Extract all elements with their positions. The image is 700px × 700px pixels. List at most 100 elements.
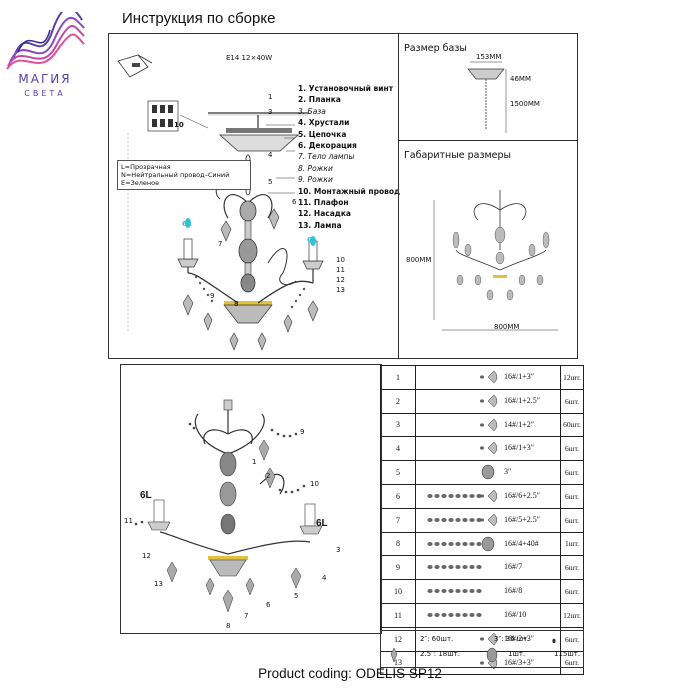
- legend-item: 8. Рожки: [298, 163, 333, 173]
- part-number: 11: [380, 602, 416, 628]
- part-quantity: 6шт.: [560, 483, 584, 509]
- part-cell: 16#/7: [415, 555, 561, 581]
- overall-size-title: Габаритные размеры: [404, 150, 512, 161]
- diagram-num-13: 13: [336, 286, 345, 294]
- lamp-count-right: 6L: [316, 518, 328, 529]
- overall-width: 800ММ: [494, 323, 520, 331]
- base-size-title: Размер базы: [404, 43, 467, 54]
- part-label-10: 10: [310, 480, 319, 488]
- part-number: 3: [380, 412, 416, 438]
- overall-size-diagram: [433, 190, 558, 331]
- parts-row: 4 16#/1+3″ 6шт.: [380, 436, 584, 462]
- part-number: 7: [380, 507, 416, 533]
- part-label-4: 4: [322, 574, 327, 582]
- part-quantity: 60шт.: [560, 412, 584, 438]
- part-code: 16#/4+40#: [504, 538, 539, 548]
- crystal-icon: [427, 565, 482, 570]
- summary-d: 1шт.: [508, 650, 526, 658]
- base-width: 153ММ: [476, 53, 502, 61]
- lamp-label-left: 6L: [182, 220, 192, 228]
- part-quantity: 6шт.: [560, 460, 584, 485]
- part-quantity: 6шт.: [560, 507, 584, 533]
- overall-height: 800ММ: [406, 256, 432, 264]
- brand-logo: МАГИЯ СВЕТА: [4, 7, 86, 102]
- legend-item: 7. Тело лампы: [298, 152, 355, 162]
- hand-screw-icon: [117, 54, 153, 78]
- summary-b: 3″: 36 шт.: [494, 635, 530, 643]
- diagram-num-7: 7: [218, 240, 223, 248]
- summary-a: 2″: 60шт.: [420, 635, 454, 643]
- part-cell: 16#/10: [415, 602, 561, 628]
- part-number: 1: [380, 365, 416, 390]
- part-number: 6: [380, 483, 416, 509]
- parts-legend: 1. Установочный винт 2. Планка 3. База 4…: [298, 83, 400, 231]
- crystal-icon: [480, 632, 498, 646]
- crystal-icon: [480, 394, 498, 408]
- part-cell: 16#/5+2.5″: [415, 507, 561, 533]
- lamp-spec: E14 12×40W: [226, 54, 273, 62]
- part-quantity: 6шт.: [560, 436, 584, 462]
- part-code: 16#/1+3″: [504, 443, 535, 453]
- diagram-num-9: 9: [210, 292, 215, 300]
- base-size-diagram: [467, 61, 507, 133]
- page-title: Инструкция по сборке: [122, 10, 276, 27]
- part-label-3: 3: [336, 546, 341, 554]
- crystal-icon: [480, 370, 498, 384]
- part-cell: 14#/1+2″: [415, 412, 561, 438]
- diagram-num-3: 3: [268, 108, 273, 116]
- wiring-legend: L=Прозрачная N=Нейтральный провод–Синий …: [117, 160, 251, 190]
- parts-row: 1 16#/1+3″ 12шт.: [380, 365, 584, 390]
- part-code: 16#/5+2.5″: [504, 514, 541, 524]
- part-label-13: 13: [154, 580, 163, 588]
- part-cell: 16#/8: [415, 579, 561, 604]
- base-length: 1500ММ: [510, 100, 540, 108]
- legend-item: 10. Монтажный провод: [298, 186, 401, 196]
- parts-row: 5 3″ 6шт.: [380, 460, 584, 485]
- crystal-icon: [481, 464, 495, 480]
- part-code: 16#/2+3″: [504, 633, 535, 643]
- logo-word: МАГИЯ: [18, 72, 72, 86]
- crystal-icon: [480, 418, 498, 431]
- part-code: 3″: [504, 467, 512, 477]
- legend-item: 3. База: [298, 106, 326, 116]
- part-quantity: 6шт.: [560, 388, 584, 414]
- part-label-9: 9: [300, 428, 305, 436]
- part-quantity: 12шт.: [560, 365, 584, 390]
- summary-c: 2.5″: 18шт.: [420, 650, 460, 658]
- part-code: 16#/10: [504, 609, 527, 619]
- part-number: 9: [380, 555, 416, 581]
- parts-summary: [380, 630, 584, 668]
- part-label-6: 6: [266, 601, 271, 609]
- diagram-num-10: 10: [336, 256, 345, 264]
- wire-earth: E=Зеленое: [121, 179, 160, 187]
- part-number: 5: [380, 460, 416, 485]
- part-label-7: 7: [244, 612, 249, 620]
- crystal-ball-icon: [486, 647, 498, 663]
- crystal-icon: [427, 489, 498, 503]
- legend-item: 2. Планка: [298, 95, 341, 105]
- part-code: 16#/6+2.5″: [504, 490, 541, 500]
- part-code: 16#/1+3″: [504, 372, 535, 381]
- part-label-1: 1: [252, 458, 257, 466]
- part-number: 4: [380, 436, 416, 462]
- diagram-num-6: 6: [292, 198, 297, 206]
- crystal-bead-icon: [552, 638, 556, 644]
- parts-row: 6 16#/6+2.5″ 6шт.: [380, 483, 584, 509]
- wire-neutral: N=Нейтральный провод–Синий: [121, 171, 230, 179]
- summary-e: 115шт.: [554, 650, 581, 658]
- assembly-diagram: [117, 54, 324, 351]
- legend-item: 1. Установочный винт: [298, 84, 394, 93]
- part-cell: 16#/1+3″: [415, 365, 561, 390]
- lamp-label-right: 6L: [307, 236, 317, 244]
- legend-item: 6. Декорация: [298, 141, 357, 151]
- diagram-num-1: 1: [268, 93, 273, 101]
- crystal-icon: [480, 442, 498, 455]
- part-label-12: 12: [142, 552, 151, 560]
- legend-item: 13. Лампа: [298, 220, 342, 230]
- diagram-num-5: 5: [268, 178, 273, 186]
